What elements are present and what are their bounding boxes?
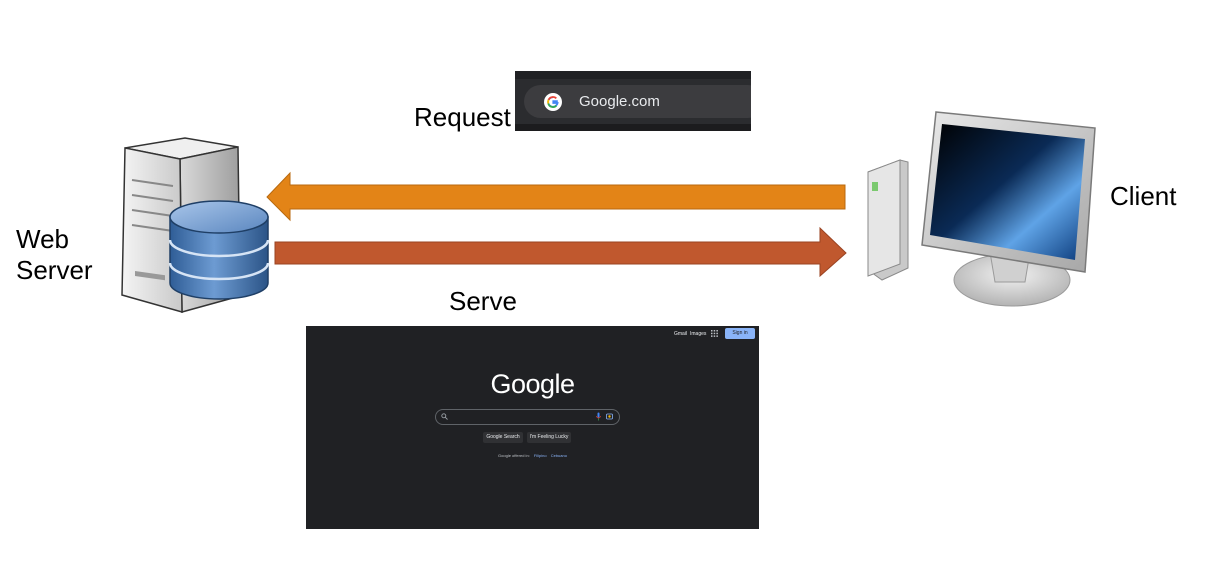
browser-address-bar: Google.com: [515, 71, 751, 131]
feeling-lucky-button[interactable]: I'm Feeling Lucky: [527, 432, 571, 443]
images-link[interactable]: Images: [690, 331, 707, 337]
request-label: Request: [414, 102, 511, 132]
gmail-link[interactable]: Gmail: [674, 331, 688, 337]
google-g-icon: [544, 93, 562, 111]
web-server-label: Web Server: [16, 224, 93, 286]
web-server-label-line1: Web: [16, 224, 69, 254]
google-homepage-screenshot: Gmail Images Sign in Google Google Searc…: [306, 326, 759, 529]
offered-in-text: Google offered in:: [498, 453, 530, 458]
tab-strip: [515, 71, 751, 79]
sign-in-button[interactable]: Sign in: [725, 328, 755, 339]
serve-arrow: [274, 226, 847, 278]
camera-icon[interactable]: [606, 413, 613, 420]
page-strip: [515, 124, 751, 131]
search-input[interactable]: [435, 409, 620, 425]
request-arrow: [266, 171, 846, 222]
language-link-filipino[interactable]: Filipino: [533, 453, 547, 458]
search-icon: [441, 413, 448, 420]
google-logo: Google: [490, 369, 575, 399]
desktop-computer-icon: [867, 111, 1096, 307]
serve-label: Serve: [449, 286, 517, 316]
language-link-cebuano[interactable]: Cebuano: [550, 453, 567, 458]
web-server-label-line2: Server: [16, 255, 93, 285]
database-icon: [168, 200, 270, 300]
language-offer: Google offered in: Filipino Cebuano: [306, 453, 759, 458]
google-search-button[interactable]: Google Search: [483, 432, 523, 443]
address-url: Google.com: [579, 93, 660, 110]
microphone-icon[interactable]: [596, 412, 601, 421]
client-label: Client: [1110, 181, 1177, 211]
apps-grid-icon[interactable]: [711, 330, 718, 337]
omnibox[interactable]: Google.com: [524, 85, 751, 118]
